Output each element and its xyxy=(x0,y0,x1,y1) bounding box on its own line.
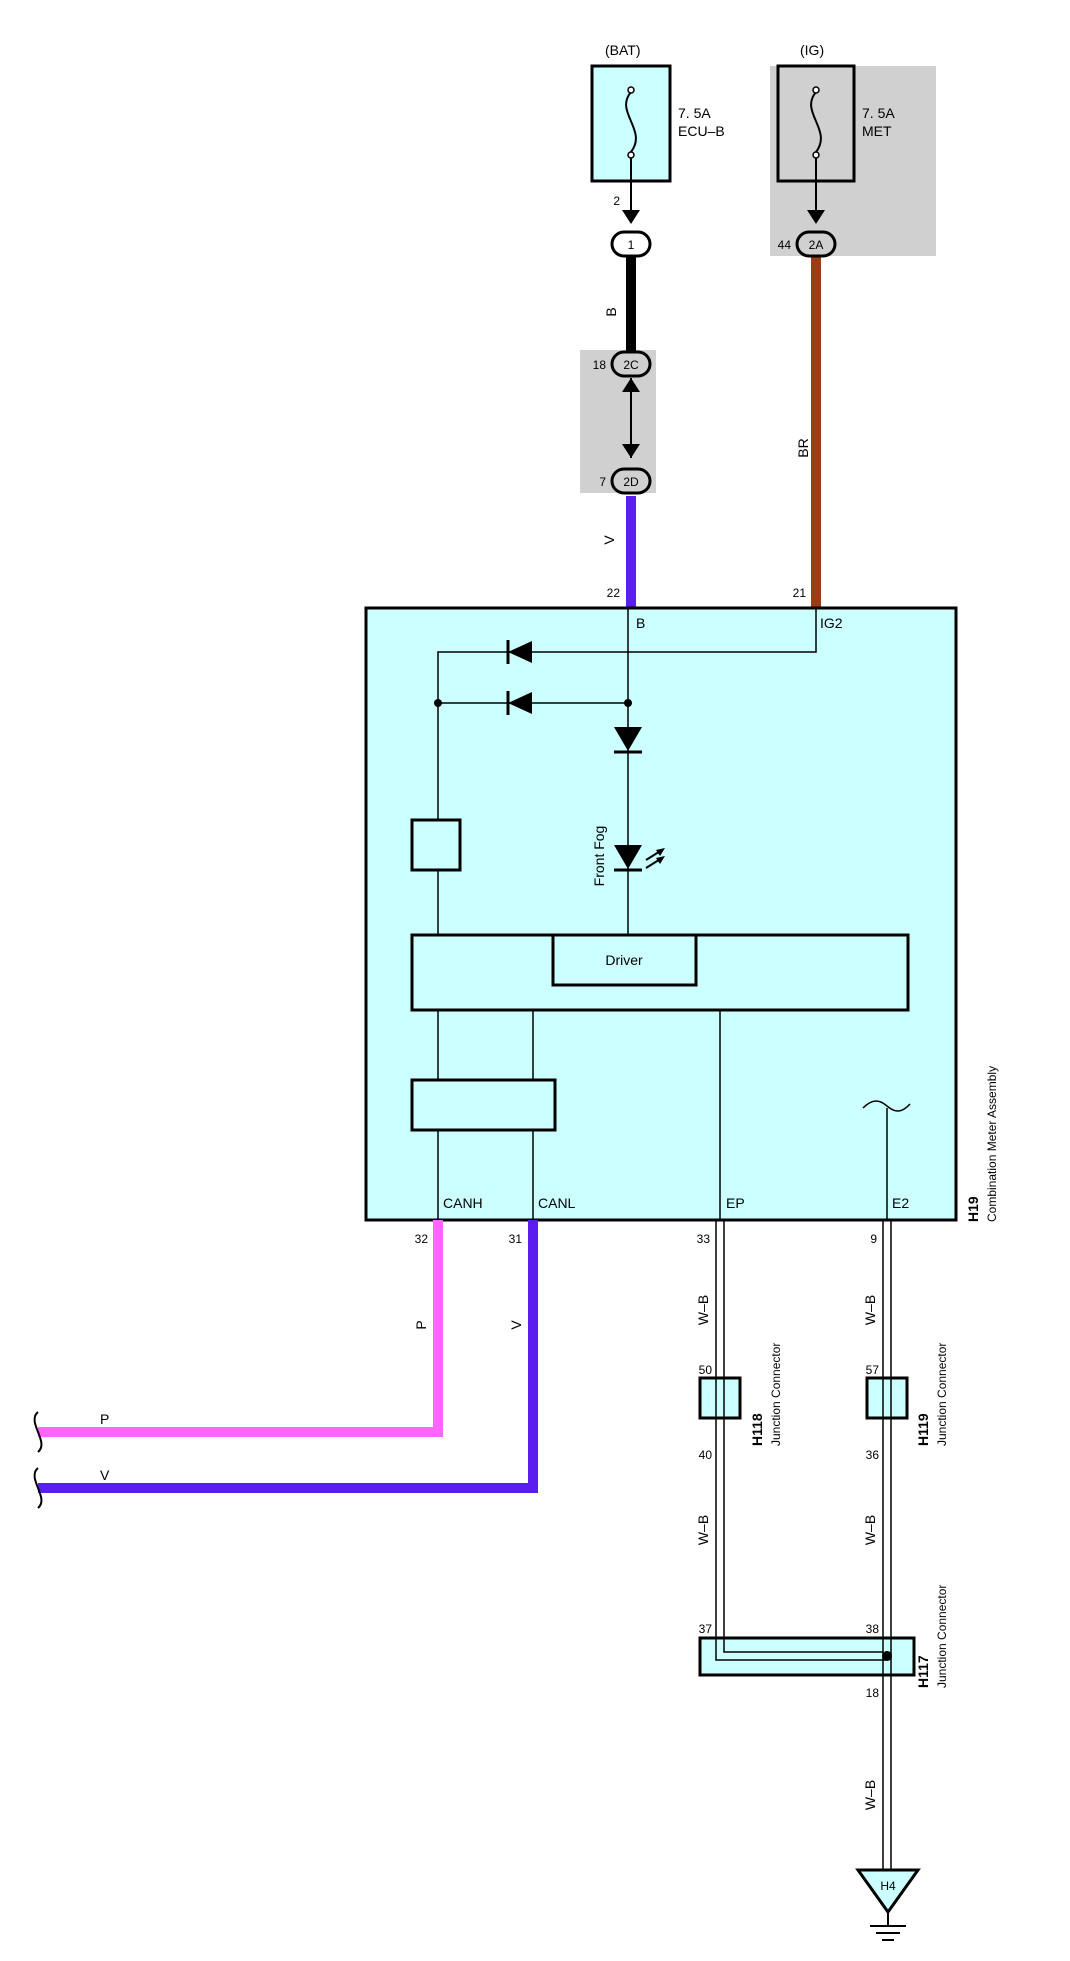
wire-wb-label: W–B xyxy=(695,1295,711,1325)
meter-pin-canl-num: 31 xyxy=(509,1232,523,1246)
meter-pin-ig2-label: IG2 xyxy=(820,615,843,631)
connector-2c: 2C 18 xyxy=(593,350,652,378)
h117-pin-out: 18 xyxy=(866,1686,880,1700)
h118-code: H118 xyxy=(749,1413,765,1446)
wire-b-label: B xyxy=(603,307,619,316)
wire-wb-label: W–B xyxy=(862,1780,878,1810)
arrow-icon xyxy=(622,378,640,392)
ground-icon xyxy=(870,1912,906,1941)
can-block xyxy=(410,1078,557,1132)
connector-2a: 2A 44 xyxy=(778,230,837,258)
connector-2a-pin: 44 xyxy=(778,238,792,252)
wire-br-label: BR xyxy=(795,438,811,457)
meter-block-small xyxy=(410,818,462,872)
h119-code: H119 xyxy=(915,1413,931,1446)
driver-label: Driver xyxy=(605,952,643,968)
wire-wb-label: W–B xyxy=(862,1515,878,1545)
fuse-bat-source: (BAT) xyxy=(605,42,641,58)
connector-2d-pin: 7 xyxy=(599,475,606,489)
ground-triangle-icon xyxy=(855,1868,921,1915)
wire-p-vertical-label: P xyxy=(413,1320,429,1329)
fuse-bat-name: ECU–B xyxy=(678,123,725,139)
h118-name: Junction Connector xyxy=(769,1343,783,1446)
fuse-ig-source: (IG) xyxy=(800,42,824,58)
connector-2a-id: 2A xyxy=(809,238,824,252)
wire-break-icon xyxy=(33,1411,43,1509)
driver-block xyxy=(551,933,698,987)
junction-h119: 57 36 H119 Junction Connector xyxy=(865,1343,949,1462)
wire-v-label: V xyxy=(601,535,617,545)
fuse-ig-name: MET xyxy=(862,123,892,139)
meter-pin-canh-label: CANH xyxy=(443,1195,483,1211)
meter-pin-ep-label: EP xyxy=(726,1195,745,1211)
wire-v-can-vertical-label: V xyxy=(508,1320,524,1330)
meter-internal-circuit xyxy=(437,608,911,1220)
tilde-icon xyxy=(862,1100,911,1112)
connector-2d: 2D 7 xyxy=(599,467,652,495)
h117-code: H117 xyxy=(915,1655,931,1688)
ground-h4: H4 xyxy=(855,1868,921,1941)
meter-pin-b-num: 22 xyxy=(607,586,621,600)
h117-pin-b: 38 xyxy=(866,1622,880,1636)
connector-2c-id: 2C xyxy=(623,358,639,372)
arrow-icon xyxy=(807,210,825,224)
meter-pin-b-label: B xyxy=(636,615,645,631)
meter-pin-e2-label: E2 xyxy=(892,1195,909,1211)
ground-code: H4 xyxy=(880,1879,896,1893)
wire-p-horizontal-label: P xyxy=(100,1411,109,1427)
connector-1: 1 2 xyxy=(610,194,652,258)
fuse-icon xyxy=(625,91,637,153)
h118-pin-in: 50 xyxy=(699,1363,713,1377)
fuse-bat-rating: 7. 5A xyxy=(678,105,711,121)
arrow-icon xyxy=(622,444,640,458)
meter-pin-ig2-num: 21 xyxy=(793,586,807,600)
front-fog-label: Front Fog xyxy=(591,826,607,887)
wire-v-can xyxy=(38,1220,538,1493)
wire-wb-label: W–B xyxy=(695,1515,711,1545)
h119-pin-in: 57 xyxy=(866,1363,880,1377)
h117-pin-a: 37 xyxy=(699,1622,713,1636)
meter-code: H19 xyxy=(965,1196,981,1222)
fuse-ig-rating: 7. 5A xyxy=(862,105,895,121)
meter-pin-canh-num: 32 xyxy=(415,1232,429,1246)
meter-pin-e2-num: 9 xyxy=(870,1232,877,1246)
wire-wb-label: W–B xyxy=(862,1295,878,1325)
meter-name: Combination Meter Assembly xyxy=(985,1066,999,1222)
junction-h118: 50 40 H118 Junction Connector xyxy=(698,1343,783,1462)
diode-icon xyxy=(614,727,642,754)
meter-pin-ep-num: 33 xyxy=(697,1232,711,1246)
junction-h117: 37 38 18 H117 Junction Connector xyxy=(698,1585,949,1700)
wire-p xyxy=(38,1220,443,1437)
fuse-ecu-b: (BAT) 7. 5A ECU–B xyxy=(590,42,725,183)
diode-icon xyxy=(506,640,532,664)
led-icon xyxy=(614,845,665,872)
wire-e2-wb xyxy=(882,1220,892,1870)
arrow-icon xyxy=(622,210,640,224)
wire-ep-wb xyxy=(715,1220,725,1638)
connector-1-id: 1 xyxy=(628,238,635,252)
h119-name: Junction Connector xyxy=(935,1343,949,1446)
h118-pin-out: 40 xyxy=(699,1448,713,1462)
h117-name: Junction Connector xyxy=(935,1585,949,1688)
connector-1-pin: 2 xyxy=(613,194,620,208)
h119-pin-out: 36 xyxy=(866,1448,880,1462)
fuse-icon xyxy=(810,91,822,153)
diode-icon xyxy=(506,691,532,715)
meter-pin-canl-label: CANL xyxy=(538,1195,576,1211)
connector-2d-id: 2D xyxy=(623,475,639,489)
connector-2c-pin: 18 xyxy=(593,358,607,372)
wire-v-can-horizontal-label: V xyxy=(100,1467,110,1483)
